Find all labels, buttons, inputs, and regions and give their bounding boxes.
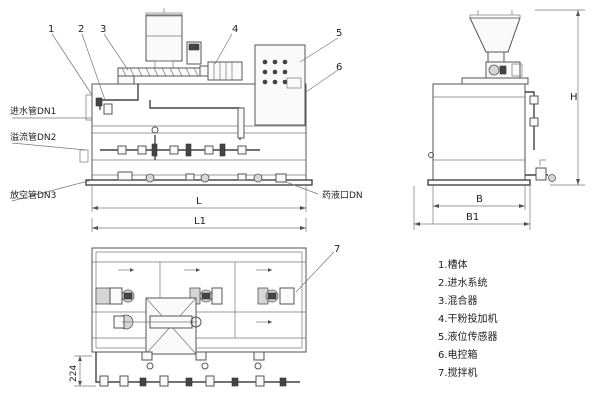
pipe-labels: 进水管DN1 溢流管DN2 放空管DN3 药液口DN bbox=[10, 105, 363, 201]
stirrer-top-2 bbox=[189, 287, 223, 305]
dim-224-label: 224 bbox=[69, 365, 79, 382]
control-box-buttons bbox=[262, 59, 288, 85]
dim-L1-label: L1 bbox=[194, 216, 206, 227]
dimension-224 bbox=[74, 355, 96, 387]
overflow-pipe-label: 溢流管DN2 bbox=[10, 131, 56, 143]
stirrer-top-3 bbox=[257, 287, 295, 305]
legend-item-4: 4.干粉投加机 bbox=[438, 312, 498, 325]
dim-H-label: H bbox=[570, 92, 578, 103]
callout-3: 3 bbox=[100, 24, 106, 35]
inlet-pipe-label: 进水管DN1 bbox=[10, 105, 56, 117]
callout-7: 7 bbox=[334, 244, 340, 255]
callout-5: 5 bbox=[336, 28, 342, 39]
side-view bbox=[413, 9, 585, 230]
side-hopper bbox=[469, 17, 521, 53]
legend-item-7: 7.搅拌机 bbox=[438, 366, 478, 379]
outlet-pipe-label: 药液口DN bbox=[322, 189, 363, 201]
drain-pipe-label: 放空管DN3 bbox=[10, 189, 56, 201]
callout-6: 6 bbox=[336, 62, 342, 73]
front-view bbox=[11, 8, 339, 212]
base-skid bbox=[85, 179, 313, 186]
bottom-outlets bbox=[117, 171, 287, 183]
dimension-B bbox=[432, 186, 526, 224]
side-tank-body bbox=[432, 83, 526, 181]
control-box bbox=[254, 44, 306, 126]
dim-B1-label: B1 bbox=[466, 212, 479, 223]
dimension-L bbox=[91, 186, 307, 212]
legend-item-6: 6.电控箱 bbox=[438, 348, 478, 361]
dim-B-label: B bbox=[476, 194, 483, 205]
dimension-labels: L L1 B B1 H 224 bbox=[69, 92, 578, 382]
dim-L-label: L bbox=[196, 196, 202, 207]
powder-hopper bbox=[145, 14, 183, 62]
dimension-B1 bbox=[413, 186, 531, 230]
dimension-H bbox=[535, 9, 585, 186]
legend-item-2: 2.进水系统 bbox=[438, 276, 488, 289]
dimension-L1 bbox=[91, 218, 307, 232]
callout-leaders bbox=[11, 33, 339, 202]
callout-4: 4 bbox=[232, 24, 238, 35]
stirrer-top-1 bbox=[95, 287, 135, 305]
component-legend: 1.槽体 2.进水系统 3.混合器 4.干粉投加机 5.液位传感器 6.电控箱 … bbox=[438, 258, 498, 379]
legend-item-1: 1.槽体 bbox=[438, 258, 468, 271]
bottom-fittings bbox=[99, 351, 287, 387]
callout-numbers: 1 2 3 4 5 6 7 bbox=[48, 24, 342, 255]
stirrer-motor bbox=[207, 61, 243, 81]
callout-1: 1 bbox=[48, 24, 54, 35]
top-view bbox=[74, 218, 335, 387]
callout-2: 2 bbox=[78, 24, 84, 35]
legend-item-5: 5.液位传感器 bbox=[438, 330, 498, 343]
legend-item-3: 3.混合器 bbox=[438, 294, 478, 307]
